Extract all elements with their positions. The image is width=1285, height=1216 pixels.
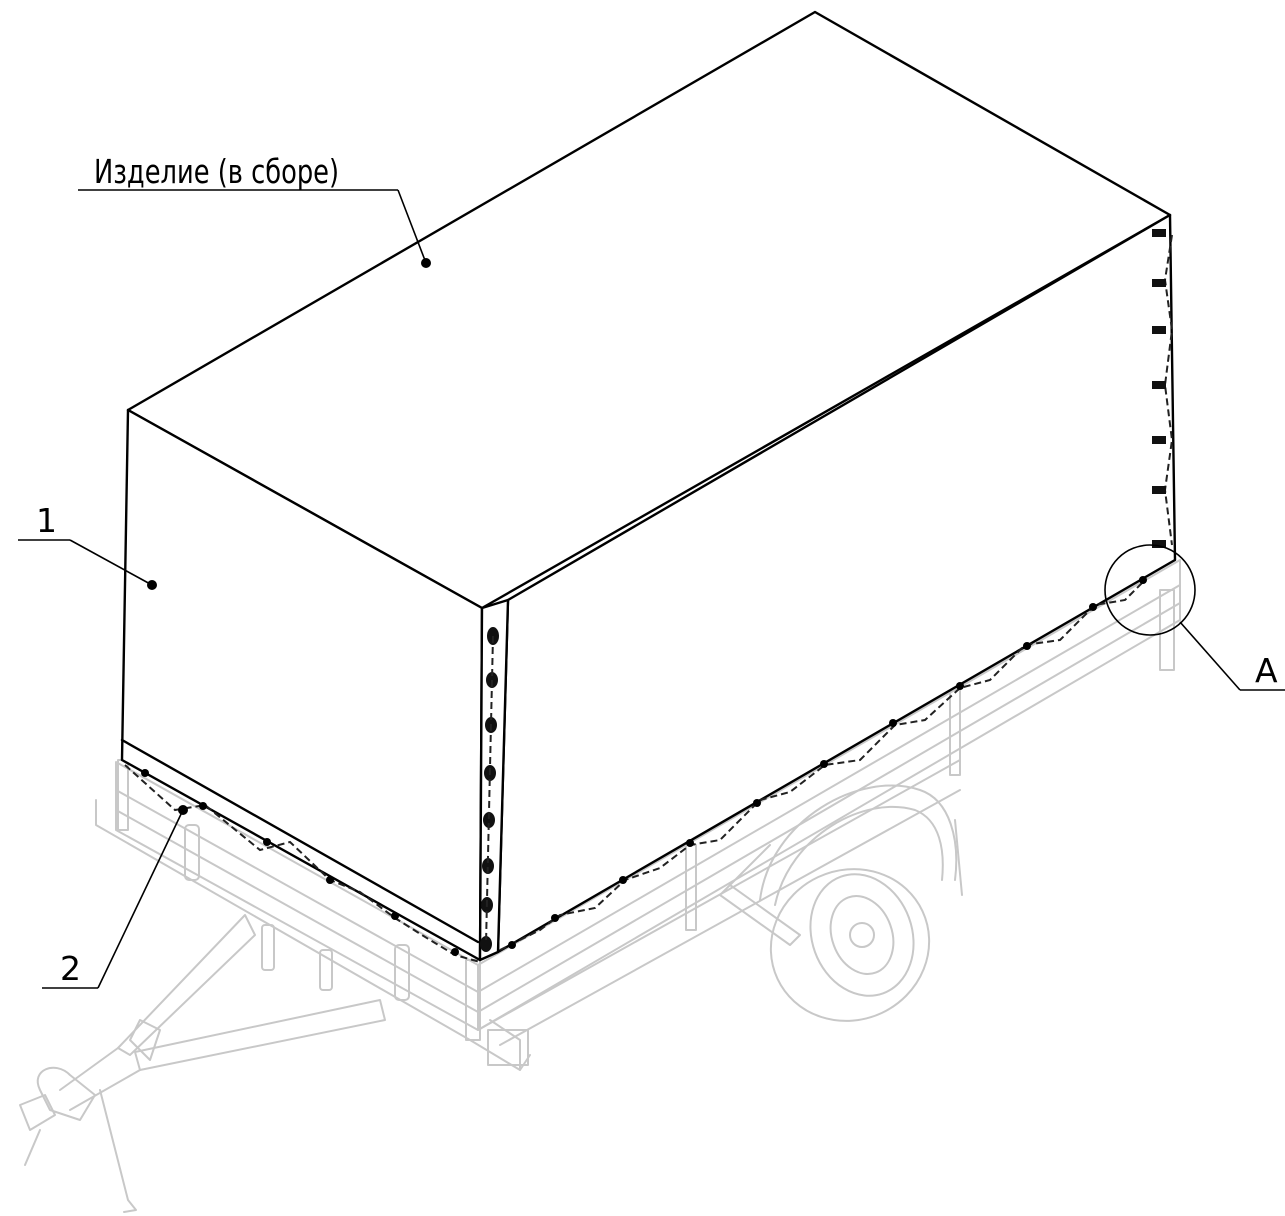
callout-part-1: 1 bbox=[18, 501, 157, 590]
tent-cover bbox=[120, 10, 1177, 962]
wheel-tire bbox=[769, 868, 931, 1022]
rear-edge-hooks bbox=[1152, 229, 1174, 548]
callout-part-2: 2 bbox=[42, 805, 188, 989]
callout-assembly-label: Изделие (в сборе) bbox=[94, 153, 339, 191]
fender bbox=[759, 784, 958, 901]
coupling-head bbox=[36, 1066, 96, 1121]
wheel-rim bbox=[809, 873, 915, 997]
callout-detail-a: А bbox=[1104, 544, 1285, 691]
drawbar bbox=[117, 914, 256, 1056]
callout-part-2-label: 2 bbox=[60, 949, 81, 988]
corner-hooks bbox=[480, 627, 499, 952]
detail-a-circle bbox=[1104, 544, 1196, 636]
bottom-lacing bbox=[124, 576, 1147, 963]
callout-detail-a-label: А bbox=[1255, 651, 1278, 690]
trailer-chassis bbox=[19, 559, 1181, 1213]
support-leg bbox=[99, 1089, 137, 1213]
side-board bbox=[477, 559, 1181, 1031]
callout-part-1-label: 1 bbox=[36, 501, 57, 540]
callout-assembly: Изделие (в сборе) bbox=[78, 153, 431, 268]
